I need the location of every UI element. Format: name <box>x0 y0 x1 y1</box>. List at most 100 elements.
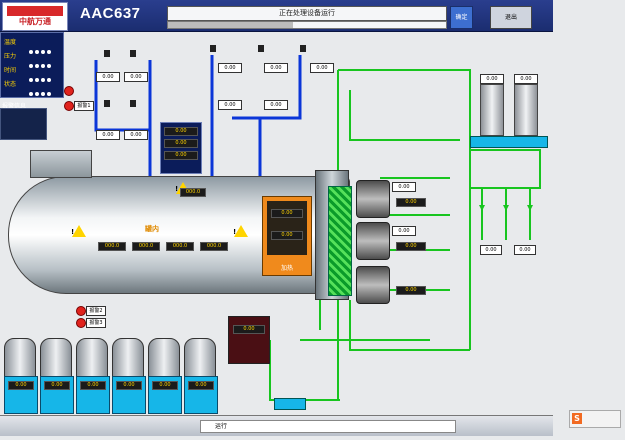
exit-button[interactable]: 退出 <box>490 6 532 29</box>
readout: 0.00 <box>396 198 426 207</box>
valve-icon[interactable] <box>104 50 110 57</box>
readout: 0.00 <box>396 242 426 251</box>
storage-tank <box>480 84 504 136</box>
motor-icon[interactable] <box>356 180 390 218</box>
readout: 0.00 <box>396 286 426 295</box>
alarm-indicator[interactable] <box>64 86 74 96</box>
green-pipe <box>470 149 541 189</box>
tag: 0.00 <box>310 63 334 73</box>
alarm-indicator[interactable] <box>64 101 74 111</box>
heater-readout: 0.00 <box>271 209 303 218</box>
green-pipe <box>338 69 471 350</box>
status-bar: 运行 <box>0 415 553 436</box>
brand-badge-icon: S <box>572 413 582 424</box>
blue-pipe <box>94 60 152 132</box>
warning-icon: ! <box>233 225 248 237</box>
info-label: 温度 <box>4 39 17 46</box>
bottle-status-panel: 0.00 <box>184 376 218 414</box>
tag: 0.00 <box>392 226 416 236</box>
gas-bottle <box>76 338 108 380</box>
status-text: 运行 <box>200 420 456 433</box>
vessel-readout: 000.0 <box>200 242 228 251</box>
brand-badge: S <box>569 410 621 428</box>
bottle-value: 0.00 <box>188 381 214 390</box>
vessel-readout: 000.0 <box>166 242 194 251</box>
tag: 0.00 <box>264 100 288 110</box>
heater-readout: 0.00 <box>271 231 303 240</box>
tag: 0.00 <box>96 130 120 140</box>
warning-icon: ! <box>71 225 86 237</box>
status-field: 正在处理设备运行 <box>167 6 447 21</box>
bottle-value: 0.00 <box>116 381 142 390</box>
gas-bottle <box>40 338 72 380</box>
green-pipe <box>349 300 470 351</box>
gas-bottle-bank: 0.00 0.00 0.00 0.00 0.00 0.00 <box>4 338 222 414</box>
info-panel: 温度 压力 时间 状态 <box>0 32 64 98</box>
motor-icon[interactable] <box>356 222 390 260</box>
readout: 0.00 <box>164 139 198 148</box>
heater-coil <box>328 186 352 296</box>
green-pipe <box>481 188 531 240</box>
green-pipe <box>380 177 450 291</box>
bottle-value: 0.00 <box>80 381 106 390</box>
tag: 0.00 <box>514 245 536 255</box>
control-readout-panel: 0.00 0.00 0.00 <box>160 122 202 174</box>
blue-pipe <box>232 55 302 120</box>
alarm-panel <box>0 108 47 140</box>
motor-icon[interactable] <box>356 266 390 304</box>
heater-panel[interactable]: 0.00 0.00 加热 <box>262 196 312 276</box>
water-tank <box>274 398 306 410</box>
valve-icon[interactable] <box>210 45 216 52</box>
green-pipe <box>349 90 460 141</box>
bottle-value: 0.00 <box>152 381 178 390</box>
info-label: 压力 <box>4 53 17 60</box>
alarm-label: 报警3 <box>86 318 106 328</box>
bottle-value: 0.00 <box>8 381 34 390</box>
tag: 0.00 <box>480 74 504 84</box>
tag: 0.00 <box>124 72 148 82</box>
tank-base <box>470 136 548 148</box>
bottle-status-panel: 0.00 <box>148 376 182 414</box>
side-panel-title: 报警信息 <box>2 103 27 110</box>
logo-text: 中航万通 <box>19 17 51 26</box>
valve-icon[interactable] <box>300 45 306 52</box>
info-label: 状态 <box>4 81 17 88</box>
alarm-label: 报警1 <box>74 101 94 111</box>
alarm-indicator[interactable] <box>76 306 86 316</box>
tag: 0.00 <box>218 63 242 73</box>
tag: 0.00 <box>124 130 148 140</box>
bottle-status-panel: 0.00 <box>4 376 38 414</box>
vessel-center-label: 罐内 <box>145 225 159 233</box>
flow-arrow-icon <box>479 205 485 211</box>
tag: 0.00 <box>480 245 502 255</box>
valve-icon[interactable] <box>104 100 110 107</box>
alarm-label: 报警2 <box>86 306 106 316</box>
info-label: 时间 <box>4 67 17 74</box>
alarm-indicator[interactable] <box>76 318 86 328</box>
green-pipe <box>269 339 430 401</box>
vessel-top-fitting <box>30 150 92 178</box>
gas-bottle <box>184 338 216 380</box>
valve-icon[interactable] <box>258 45 264 52</box>
readout: 0.00 <box>233 325 265 334</box>
company-logo: 中航万通 <box>2 2 68 31</box>
vessel-readout: 000.0 <box>132 242 160 251</box>
vessel-readout: 000.0 <box>98 242 126 251</box>
model-title: AAC637 <box>80 5 141 22</box>
gas-bottle <box>148 338 180 380</box>
flow-arrow-icon <box>503 205 509 211</box>
vessel-readout: 000.0 <box>180 188 206 197</box>
tag: 0.00 <box>264 63 288 73</box>
readout: 0.00 <box>164 151 198 160</box>
tag: 0.00 <box>514 74 538 84</box>
valve-icon[interactable] <box>130 100 136 107</box>
progress-bar <box>167 21 447 29</box>
bottle-status-panel: 0.00 <box>40 376 74 414</box>
tag: 0.00 <box>96 72 120 82</box>
confirm-button[interactable]: 确定 <box>450 6 473 29</box>
tag: 0.00 <box>392 182 416 192</box>
gas-bottle <box>4 338 36 380</box>
lower-control-panel: 0.00 <box>228 316 270 364</box>
valve-icon[interactable] <box>130 50 136 57</box>
storage-tank <box>514 84 538 136</box>
